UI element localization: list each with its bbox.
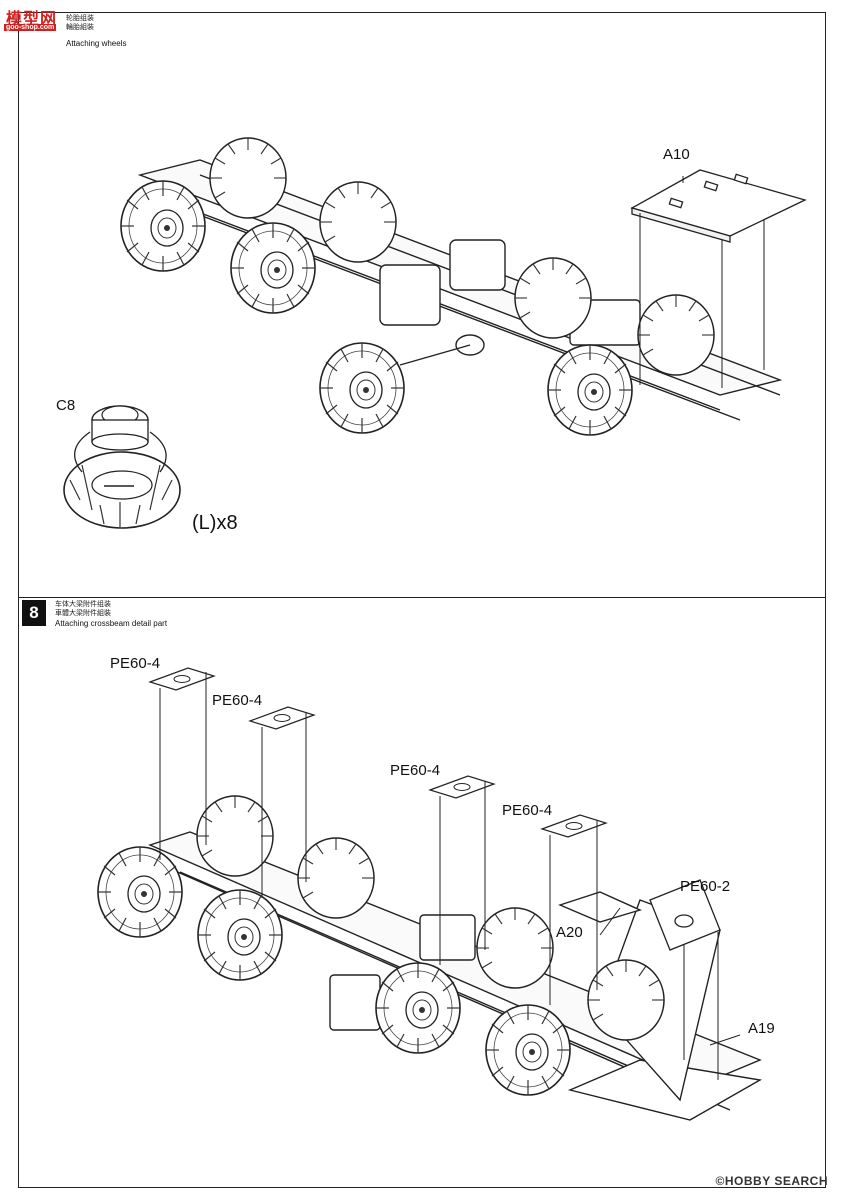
footer-watermark: ©HOBBY SEARCH: [715, 1174, 828, 1188]
site-logo-sub: goo-shop.com: [4, 24, 57, 31]
callout-pe60-4-first: PE60-4: [110, 655, 161, 672]
step7-cn-line1: 轮胎组装: [66, 15, 94, 22]
site-logo: 模型网: [6, 11, 58, 28]
page-frame: [18, 12, 826, 1188]
callout-pe60-4-second: PE60-4: [212, 692, 263, 709]
callout-a10: A10: [663, 146, 690, 163]
step8-cn-line2: 車體大梁附件組裝: [55, 610, 111, 617]
step8-number: 8: [22, 600, 46, 626]
step8-cn-line1: 车体大梁附件组装: [55, 601, 111, 608]
step-divider: [18, 597, 826, 598]
step7-cn-line2: 輪胎組裝: [66, 24, 94, 31]
callout-a19: A19: [748, 1020, 775, 1037]
step7-title: Attaching wheels: [66, 39, 127, 48]
a10-part: [630, 169, 807, 243]
callout-c8: C8: [56, 397, 76, 414]
callout-a20: A20: [556, 924, 583, 941]
callout-pe60-4-fourth: PE60-4: [502, 802, 553, 819]
callout-pe60-2: PE60-2: [680, 878, 731, 895]
step8-title: Attaching crossbeam detail part: [55, 619, 168, 628]
c8-detail: [63, 405, 181, 529]
callout-pe60-4-third: PE60-4: [390, 762, 441, 779]
quantity-label: (L)x8: [192, 512, 238, 534]
